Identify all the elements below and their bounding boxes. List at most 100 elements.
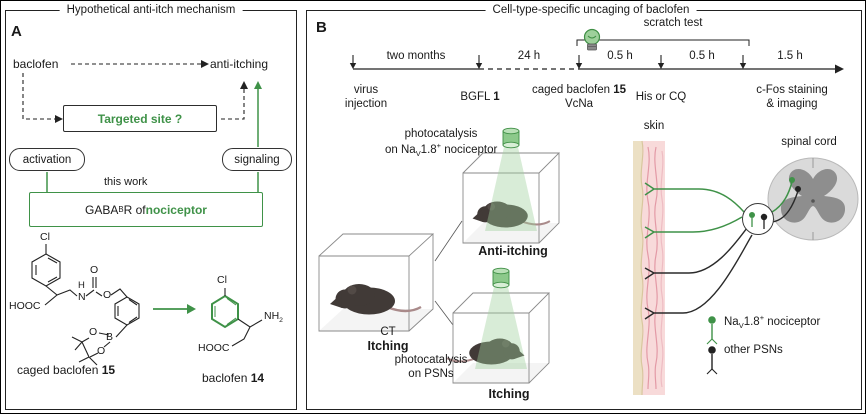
legend-nav-num: 1.8 xyxy=(743,315,760,328)
photocatalysis-top-line1: photocatalysis xyxy=(404,128,478,140)
event-bgfl: BGFL 1 xyxy=(449,91,511,105)
dashed-path-targeted-site-to-anti-itching xyxy=(221,81,248,120)
legend-nav-sub: V xyxy=(738,321,744,331)
legend-psn-icon xyxy=(706,346,718,375)
interval-05h-b: 0.5 h xyxy=(689,50,715,62)
chem-o2: O xyxy=(97,345,106,357)
photocatalysis-bottom-line2: on PSNs xyxy=(408,367,454,380)
panel-a-label: A xyxy=(11,23,22,40)
this-work-label: this work xyxy=(104,176,148,188)
event-vcna: VcNa xyxy=(564,97,594,110)
signaling-box: signaling xyxy=(222,148,292,171)
event-caged-baclofen: caged baclofen 15 VcNa xyxy=(527,84,631,112)
baclofen-number: 14 xyxy=(250,371,265,385)
chem-o-carbonyl: O xyxy=(90,264,99,276)
ct-label: CT xyxy=(380,326,396,338)
anti-itching-result-label: Anti-itching xyxy=(478,244,548,258)
connector-lines xyxy=(434,220,463,326)
legend-nav-rest: nociceptor xyxy=(764,315,821,328)
caged-baclofen-caption-text: caged baclofen xyxy=(17,363,102,377)
targeted-site-label: Targeted site ? xyxy=(97,111,183,126)
gaba-nociceptor: nociceptor xyxy=(145,202,207,217)
event-virus-injection: virus injection xyxy=(333,84,399,112)
event-cfos: c-Fos staining & imaging xyxy=(745,84,839,112)
dashed-path-baclofen-to-targeted-site xyxy=(22,73,63,123)
lightbulb-icon xyxy=(583,28,601,51)
event-his-cq: His or CQ xyxy=(635,91,687,103)
skin-illustration xyxy=(633,140,665,396)
photocatalysis-bottom-line1: photocatalysis xyxy=(394,354,468,366)
skin-label: skin xyxy=(643,120,665,132)
signaling-label: signaling xyxy=(234,153,280,166)
anti-itching-label: anti-itching xyxy=(210,57,269,71)
chem-nh-h: H xyxy=(78,280,85,291)
chem-o-ester: O xyxy=(103,289,112,301)
chem-b: B xyxy=(106,331,114,343)
drg-circle xyxy=(742,203,774,235)
caged-baclofen-caption: caged baclofen 15 xyxy=(17,363,115,377)
interval-15h: 1.5 h xyxy=(777,50,803,62)
caged-baclofen-structure xyxy=(31,244,140,366)
chem-cl-right: Cl xyxy=(217,274,227,286)
event-bgfl-text: BGFL xyxy=(460,91,494,103)
photocatalysis-top-line2: on NaV1.8+ nociceptor xyxy=(385,140,498,159)
interval-05h-a: 0.5 h xyxy=(607,50,633,62)
event-cfos-line1: c-Fos staining xyxy=(756,84,828,96)
lamp-icon-bottom xyxy=(492,267,510,289)
event-caged-line1: caged baclofen 15 xyxy=(527,84,631,98)
scratch-test-bracket xyxy=(576,39,750,46)
legend-nociceptor-icon xyxy=(706,316,718,345)
panel-b-title: Cell-type-specific uncaging of baclofen xyxy=(485,4,697,17)
chem-cl-left: Cl xyxy=(40,231,50,243)
psn-fibers xyxy=(644,186,801,320)
panel-b-label: B xyxy=(316,19,327,36)
nav18-plus: + xyxy=(436,140,442,150)
baclofen-label: baclofen xyxy=(13,57,59,71)
gaba-subscript: B xyxy=(118,205,124,214)
gaba-base: GABA xyxy=(85,202,119,217)
scratch-test-label: scratch test xyxy=(643,17,703,29)
event-caged-number: 15 xyxy=(613,84,626,96)
spinal-cord-illustration xyxy=(767,157,859,241)
chem-nh2: NH2 xyxy=(264,310,283,325)
timeline-ticks xyxy=(349,55,747,69)
nociceptor-fibers xyxy=(644,177,795,239)
timeline-axis xyxy=(353,64,844,74)
targeted-site-box: Targeted site ? xyxy=(63,105,217,132)
interval-two-months: two months xyxy=(386,50,446,62)
chem-hooc-left: HOOC xyxy=(9,300,41,312)
reaction-arrow xyxy=(153,304,196,314)
chem-hooc-right: HOOC xyxy=(198,342,230,354)
chem-nh2-sub: 2 xyxy=(279,317,283,325)
panel-a-title: Hypothetical anti-itch mechanism xyxy=(59,4,243,17)
event-bgfl-number: 1 xyxy=(493,91,500,103)
activation-box: activation xyxy=(9,148,85,171)
event-cfos-line2: & imaging xyxy=(766,97,818,110)
itching-control-label: Itching xyxy=(367,339,409,353)
light-cone-top xyxy=(485,147,537,231)
nav18-num: 1.8 xyxy=(420,143,437,156)
nav18-rest: nociceptor xyxy=(441,143,498,156)
legend-nociceptor-label: NaV1.8+ nociceptor xyxy=(724,313,821,331)
nav18-pre: on Na xyxy=(385,143,416,156)
legend-psn-label: other PSNs xyxy=(724,344,783,356)
light-cone-bottom xyxy=(475,287,527,369)
event-caged-text: caged baclofen xyxy=(532,84,614,96)
lamp-icon-top xyxy=(502,127,520,149)
event-virus-line1: virus xyxy=(353,84,379,96)
photocatalysis-top-label: photocatalysis on NaV1.8+ nociceptor xyxy=(385,128,497,159)
baclofen-caption-text: baclofen xyxy=(202,371,251,385)
cage-psn xyxy=(452,292,551,384)
photocatalysis-bottom-label: photocatalysis on PSNs xyxy=(375,354,487,382)
dashed-arrow-baclofen-to-anti-itching xyxy=(71,60,209,68)
nav18-sub: V xyxy=(415,148,421,158)
chem-o1: O xyxy=(89,326,98,338)
chem-nh2-base: NH xyxy=(264,310,280,322)
itching-result-label: Itching xyxy=(488,387,530,401)
baclofen-caption: baclofen 14 xyxy=(202,371,264,385)
baclofen-structure xyxy=(211,288,263,347)
event-virus-line2: injection xyxy=(344,97,388,110)
